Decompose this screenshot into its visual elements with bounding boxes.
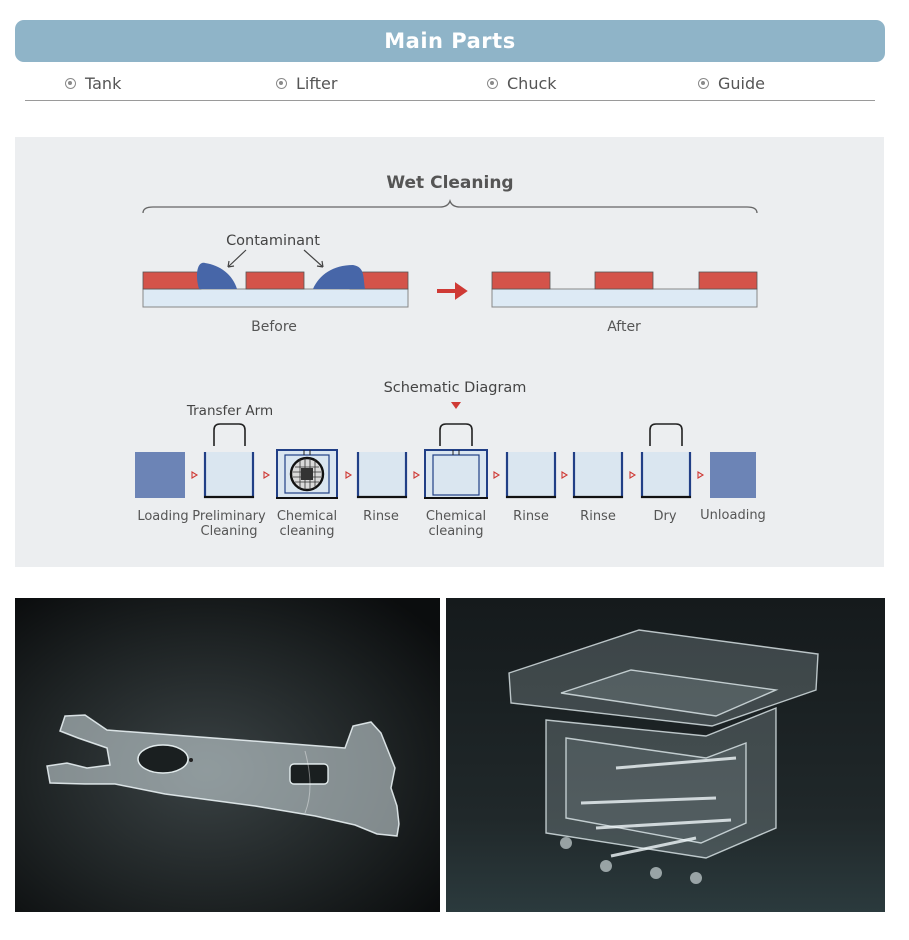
contaminant-shape (197, 262, 237, 289)
parts-tab-bar: Tank Lifter Chuck Guide (25, 70, 875, 101)
flow-arrow-icon (413, 471, 421, 479)
step-label: Rinse (580, 509, 616, 524)
tab-tank[interactable]: Tank (65, 74, 121, 93)
flow-arrow-icon (263, 471, 271, 479)
wet-cleaning-panel: Wet Cleaning Contaminant Before After (15, 137, 884, 567)
transfer-arm-icon (649, 423, 683, 446)
rinse-tank-1 (356, 452, 408, 499)
chemical-tank-1 (276, 449, 338, 499)
flow-arrow-icon (697, 471, 705, 479)
tab-label: Tank (85, 74, 122, 93)
tab-chuck[interactable]: Chuck (487, 74, 557, 93)
tab-guide[interactable]: Guide (698, 74, 765, 93)
step-label: Dry (653, 509, 676, 524)
after-label: After (607, 319, 641, 335)
contaminant-pointers (227, 249, 324, 268)
transfer-arm-icon (213, 423, 246, 446)
contaminant-shape (313, 265, 365, 289)
main-parts-header: Main Parts (15, 20, 885, 62)
schematic-label: Schematic Diagram (384, 380, 527, 396)
radio-icon (698, 78, 709, 89)
rinse-tank-3 (572, 452, 624, 499)
flow-arrow-icon (191, 471, 199, 479)
lifter-part-image (446, 598, 885, 912)
flow-arrow-icon (629, 471, 637, 479)
tab-label: Chuck (507, 74, 557, 93)
flow-arrow-icon (561, 471, 569, 479)
radio-icon (487, 78, 498, 89)
flow-arrows (191, 471, 705, 479)
flow-arrow-icon (345, 471, 353, 479)
step-label: Rinse (363, 509, 399, 524)
before-wafer (142, 262, 409, 308)
diagram-title: Wet Cleaning (386, 173, 513, 193)
step-label: Chemical (277, 509, 337, 524)
wet-cleaning-diagram: Wet Cleaning Contaminant Before After (135, 173, 766, 539)
rinse-tank-2 (505, 452, 557, 499)
contaminant-label: Contaminant (226, 233, 320, 249)
unloading-block (710, 452, 756, 498)
transfer-arm-icon (439, 423, 473, 446)
step-label: Preliminary (192, 509, 266, 524)
step-label: Chemical (426, 509, 486, 524)
lifter-photo (446, 598, 885, 912)
step-label: Rinse (513, 509, 549, 524)
chuck-photo (15, 598, 440, 912)
dry-tank (640, 452, 692, 499)
loading-block (135, 452, 185, 498)
page-title: Main Parts (384, 29, 516, 53)
step-label: Loading (137, 509, 188, 524)
after-wafer (491, 271, 758, 308)
step-label: Cleaning (201, 524, 258, 539)
chuck-part-image (15, 598, 440, 912)
step-label: cleaning (279, 524, 334, 539)
tab-label: Lifter (296, 74, 338, 93)
transfer-arm-label: Transfer Arm (186, 403, 273, 419)
tab-lifter[interactable]: Lifter (276, 74, 337, 93)
step-label: cleaning (428, 524, 483, 539)
preliminary-tank (203, 452, 255, 499)
right-arrow-icon (437, 282, 468, 300)
tab-label: Guide (718, 74, 765, 93)
before-label: Before (251, 319, 297, 335)
radio-icon (276, 78, 287, 89)
brace (142, 198, 758, 214)
step-label: Unloading (700, 508, 766, 523)
chemical-tank-2 (424, 449, 488, 499)
radio-icon (65, 78, 76, 89)
flow-arrow-icon (493, 471, 501, 479)
down-triangle-icon (451, 402, 461, 409)
